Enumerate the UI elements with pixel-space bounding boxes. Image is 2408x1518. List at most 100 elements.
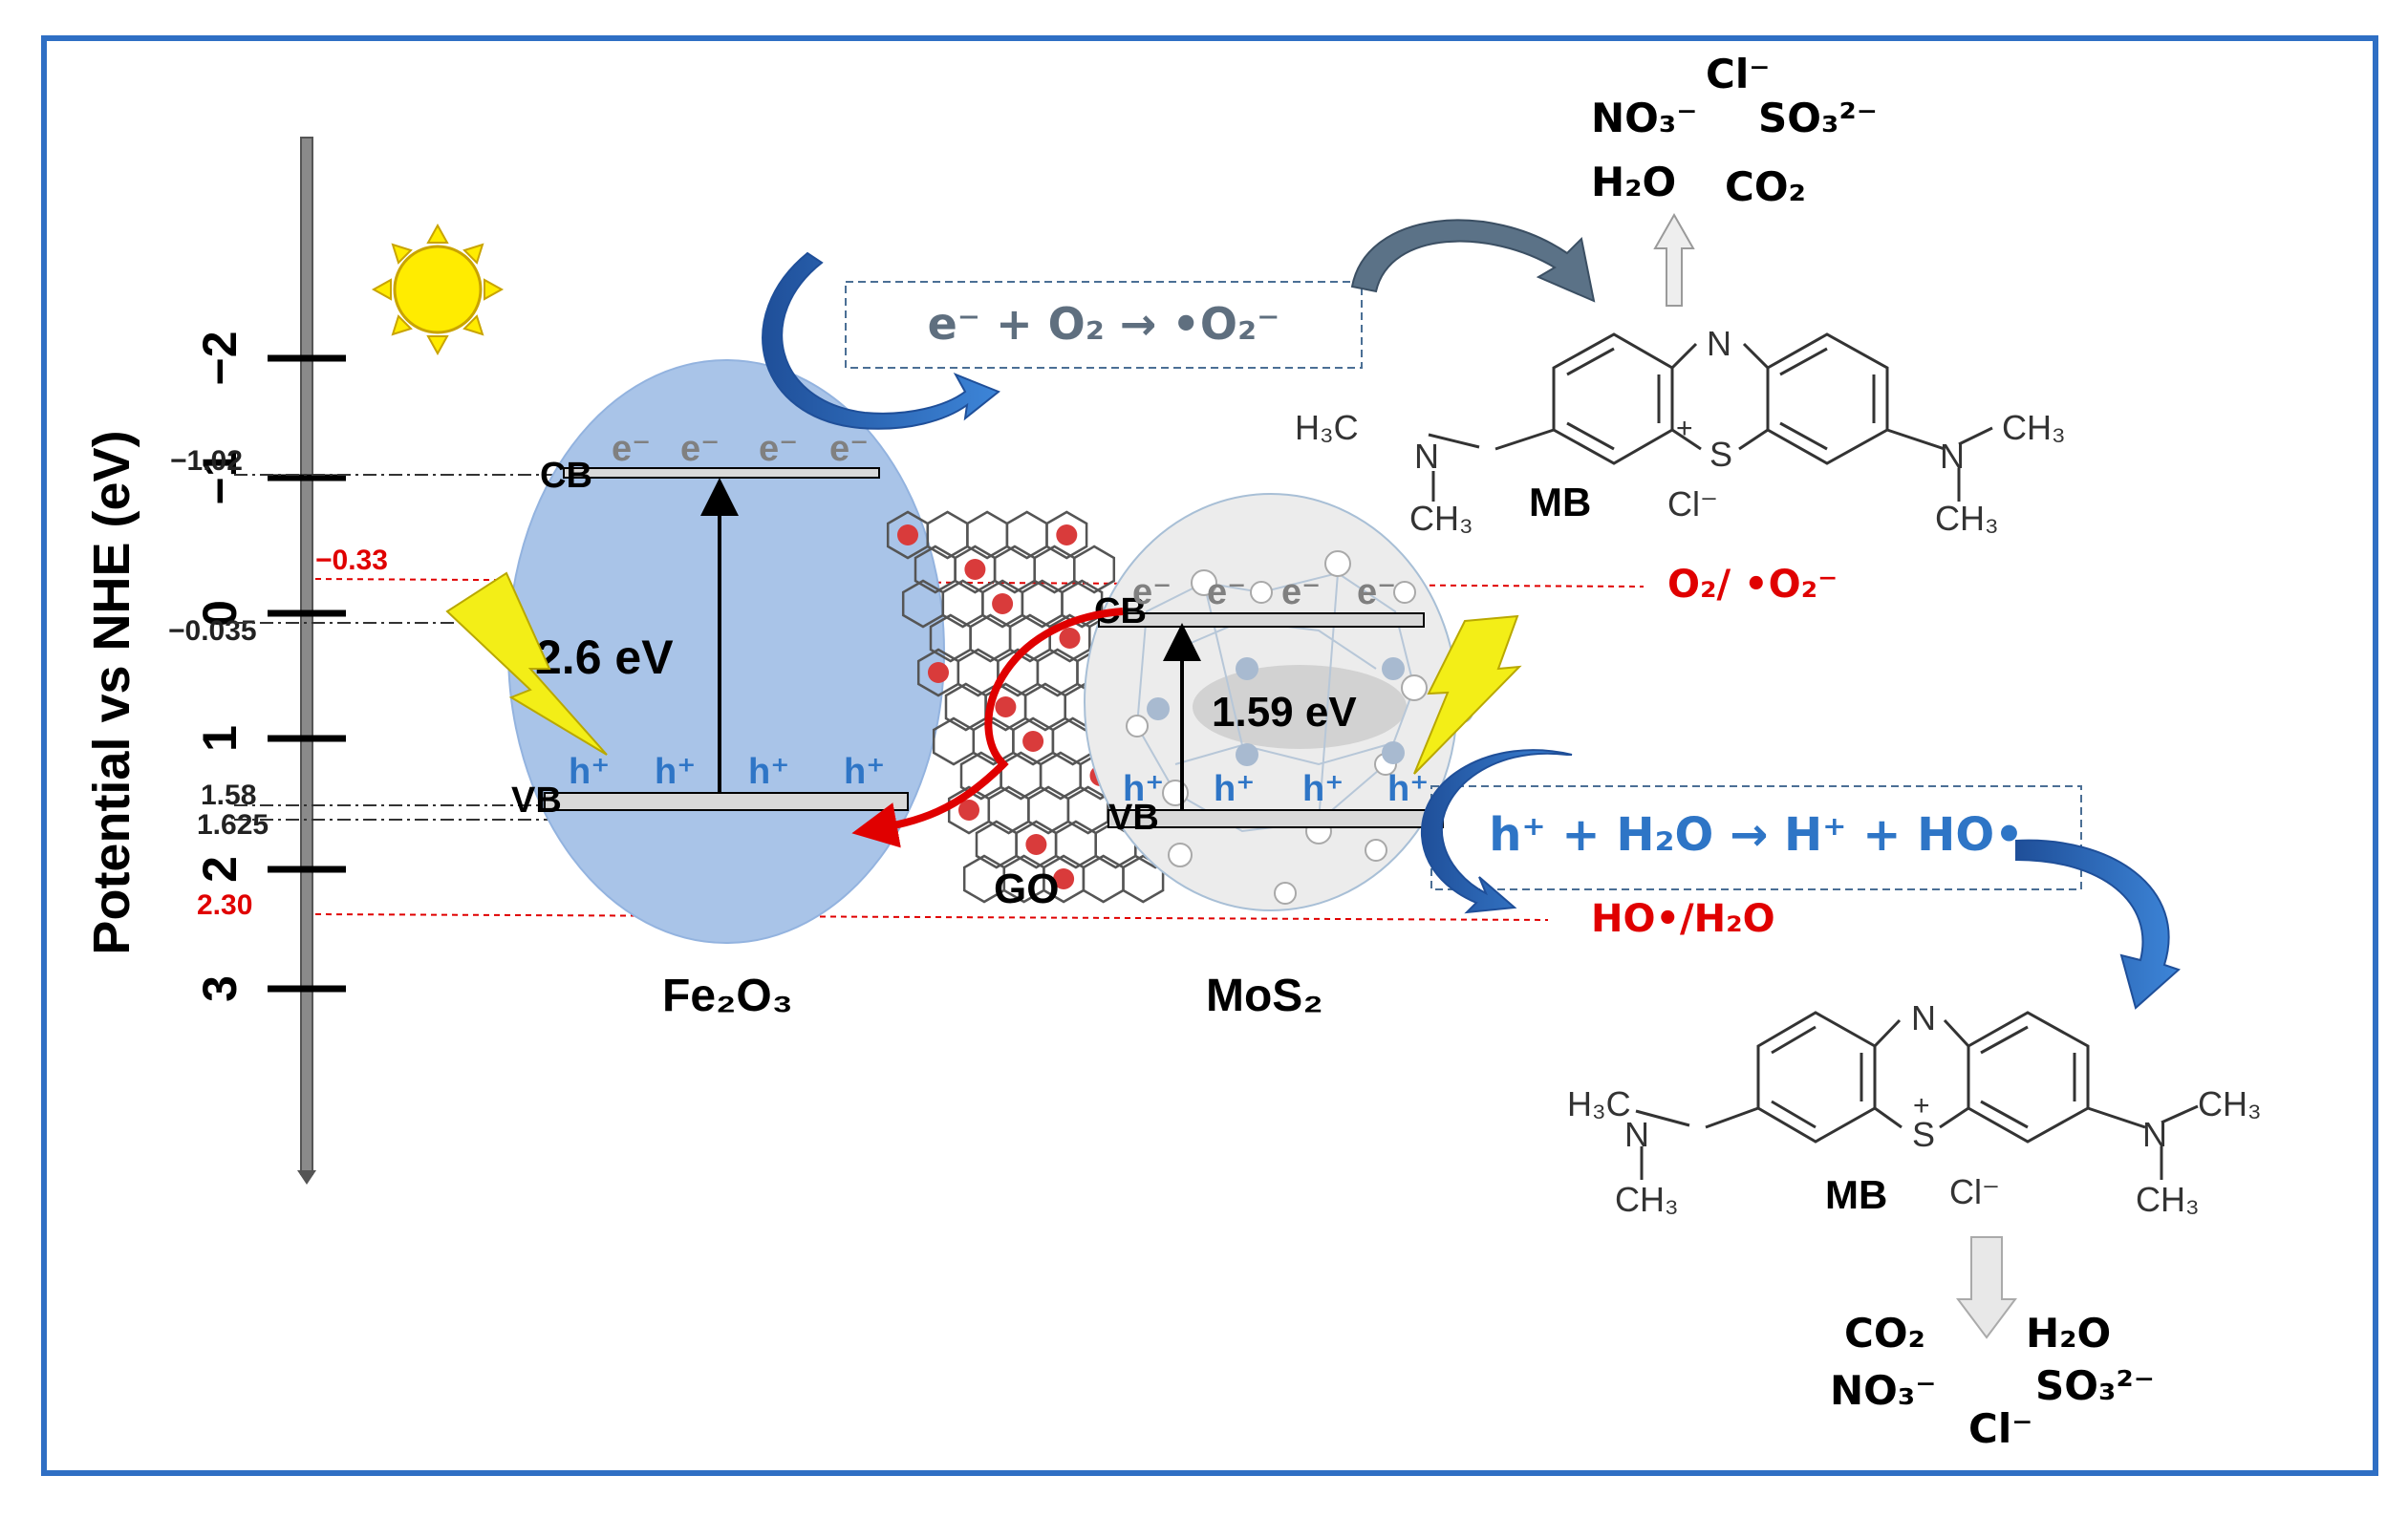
tick-label: 1 xyxy=(193,725,247,752)
ho-redox-label: HO•/H₂O xyxy=(1591,897,1775,941)
go-oxygen-group xyxy=(995,696,1017,717)
go-label: GO xyxy=(994,866,1059,912)
lightning-icon xyxy=(445,571,608,756)
go-oxygen-group xyxy=(958,800,979,821)
mb-n-right: N xyxy=(1940,437,1965,476)
tick-label: 2 xyxy=(193,856,247,883)
electron: e⁻ xyxy=(829,429,869,469)
ref-level-label: −0.33 xyxy=(315,545,388,576)
product-h2o: H₂O xyxy=(1591,159,1676,205)
hydroxyl-reaction: h⁺ + H₂O → H⁺ + HO• xyxy=(1489,808,2024,862)
go-oxygen-group xyxy=(1025,834,1047,855)
product-so3: SO₃²⁻ xyxy=(1758,95,1878,141)
go-oxygen-group xyxy=(1059,628,1081,649)
hole: h⁺ xyxy=(844,752,885,792)
hole: h⁺ xyxy=(569,752,610,792)
product-so3: SO₃²⁻ xyxy=(2035,1362,2155,1409)
electron: e⁻ xyxy=(1132,572,1172,612)
go-hexagon xyxy=(1045,510,1088,560)
mos2-label: MoS₂ xyxy=(1206,971,1323,1021)
product-arrow-down xyxy=(1956,1236,2017,1339)
product-co2: CO₂ xyxy=(1844,1310,1925,1357)
hole: h⁺ xyxy=(748,752,789,792)
electron: e⁻ xyxy=(759,429,798,469)
mb-name: MB xyxy=(1825,1172,1887,1217)
product-h2o: H₂O xyxy=(2026,1310,2111,1357)
go-oxygen-group xyxy=(964,559,986,580)
go-hexagon xyxy=(1122,854,1165,904)
electron: e⁻ xyxy=(1357,572,1396,612)
o2-redox-label: O₂/ •O₂⁻ xyxy=(1667,563,1838,607)
product-arrow-up xyxy=(1653,212,1695,307)
mb-h3c: H₃C xyxy=(1295,408,1359,447)
axis-title: Potential vs NHE (eV) xyxy=(83,430,140,954)
mb-ch3: CH₃ xyxy=(2002,408,2066,447)
product-no3: NO₃⁻ xyxy=(1591,95,1697,141)
fe2o3-label: Fe₂O₃ xyxy=(662,971,793,1021)
mb-ch3: CH₃ xyxy=(2136,1180,2200,1219)
mos2-cb-band xyxy=(1098,612,1425,628)
go-oxygen-group xyxy=(1022,731,1044,752)
fe2o3-cb-label: CB xyxy=(540,456,592,496)
product-cl: Cl⁻ xyxy=(1706,51,1770,97)
mb-n-left: N xyxy=(1624,1115,1649,1154)
level-label: −0.035 xyxy=(168,615,257,647)
mb-counter-ion: Cl⁻ xyxy=(1949,1172,2000,1211)
level-label: 1.625 xyxy=(197,809,269,841)
go-oxygen-group xyxy=(1056,524,1078,545)
level-label: 1.58 xyxy=(201,780,256,811)
sun-icon xyxy=(371,223,505,356)
fe2o3-vb-label: VB xyxy=(511,780,562,821)
mb-molecule-top xyxy=(1428,332,1993,502)
lightning-icon xyxy=(1413,614,1522,775)
mb-ch3: CH₃ xyxy=(1935,499,1999,538)
electron: e⁻ xyxy=(1281,572,1321,612)
mb-n-atom: N xyxy=(1707,324,1731,363)
mb-ch3: CH₃ xyxy=(2198,1084,2262,1123)
hydroxyl-to-mb-arrow xyxy=(2015,839,2181,1010)
hole: h⁺ xyxy=(1387,769,1429,809)
axis-arrowhead xyxy=(297,1170,316,1185)
hole: h⁺ xyxy=(1214,769,1255,809)
mb-ch3: CH₃ xyxy=(1409,499,1473,538)
tick-label: 3 xyxy=(193,975,247,1002)
mb-h3c: H₃C xyxy=(1567,1084,1631,1123)
mb-s-atom: S xyxy=(1709,435,1732,474)
go-oxygen-group xyxy=(992,593,1014,614)
mb-s-atom: S xyxy=(1912,1115,1935,1154)
mb-n-right: N xyxy=(2142,1115,2167,1154)
mb-n-left: N xyxy=(1414,437,1439,476)
product-cl: Cl⁻ xyxy=(1968,1405,2032,1452)
go-oxygen-group xyxy=(928,662,949,683)
electron: e⁻ xyxy=(1207,572,1246,612)
go-oxygen-group xyxy=(1053,868,1075,889)
fe2o3-vb-band xyxy=(544,792,909,811)
electron-transfer-arrow-top xyxy=(762,251,1000,430)
mb-ch3: CH₃ xyxy=(1615,1180,1679,1219)
superoxide-to-mb-arrow xyxy=(1350,219,1596,303)
fe2o3-cb-band xyxy=(563,467,880,479)
mb-counter-ion: Cl⁻ xyxy=(1667,484,1718,524)
hole-transfer-arrow xyxy=(851,608,1124,848)
electron: e⁻ xyxy=(680,429,720,469)
hole: h⁺ xyxy=(1302,769,1344,809)
go-oxygen-group xyxy=(897,524,918,545)
product-no3: NO₃⁻ xyxy=(1830,1367,1936,1414)
fe2o3-gap-label: 2.6 eV xyxy=(535,631,674,684)
level-label: −1.02 xyxy=(170,445,243,477)
go-hexagon xyxy=(1073,545,1116,594)
product-co2: CO₂ xyxy=(1725,163,1806,210)
hole: h⁺ xyxy=(1123,769,1164,809)
hole-reaction-arrow xyxy=(1420,749,1573,914)
mb-charge: + xyxy=(1676,413,1693,444)
ref-level-label: 2.30 xyxy=(197,889,252,921)
tick-label: −2 xyxy=(193,331,247,385)
mos2-gap-label: 1.59 eV xyxy=(1212,689,1357,736)
mb-n-atom: N xyxy=(1911,998,1936,1037)
axis-bar xyxy=(300,137,313,1175)
electron: e⁻ xyxy=(612,429,651,469)
superoxide-reaction: e⁻ + O₂ → •O₂⁻ xyxy=(928,298,1280,350)
tick-label: −1 xyxy=(193,450,247,504)
potential-axis: −2 −1 0 1 2 3 Potential vs NHE (eV) −1.0… xyxy=(83,137,388,1185)
